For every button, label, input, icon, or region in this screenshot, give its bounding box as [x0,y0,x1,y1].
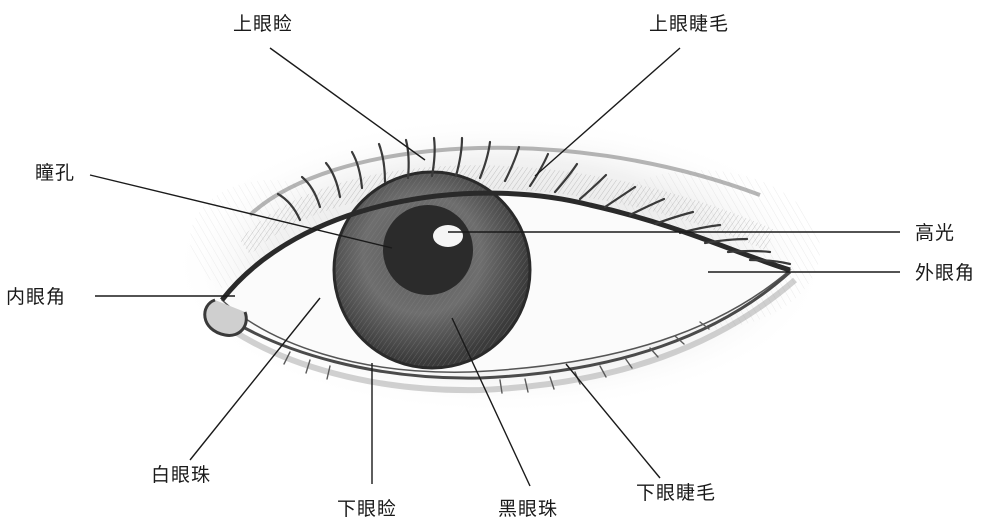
label-iris: 黑眼珠 [498,500,558,519]
label-upper-eyelid: 上眼睑 [233,15,293,34]
label-inner-corner: 内眼角 [6,288,66,307]
label-pupil: 瞳孔 [35,164,75,183]
label-white-of-eye: 白眼珠 [151,466,211,485]
label-upper-eyelashes: 上眼睫毛 [649,15,729,34]
label-lower-eyelashes: 下眼睫毛 [636,484,716,503]
label-highlight: 高光 [915,224,955,243]
label-lower-eyelid: 下眼睑 [337,500,397,519]
pupil-shape [383,205,473,295]
label-outer-corner: 外眼角 [915,264,975,283]
highlight-shape [433,225,463,247]
